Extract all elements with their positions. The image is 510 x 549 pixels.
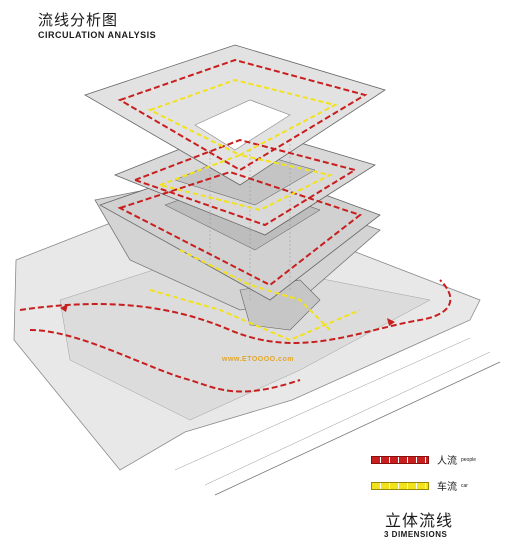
people-path-site-west [29,329,301,393]
section-subtitle: 3 DIMENSIONS [384,530,448,539]
car-path-site [149,289,361,342]
car-path-ramp [179,249,331,331]
people-path-level-3 [117,170,363,287]
watermark: www.ETOOOO.com [222,356,294,363]
diagram-subtitle: CIRCULATION ANALYSIS [38,30,157,40]
legend-label-cn: 车流 [437,482,457,493]
people-path-roof [117,58,368,172]
site-edge-line [174,337,471,471]
car-path-roof [147,78,338,157]
people-circulation-paths [19,58,452,393]
direction-arrows [60,304,395,326]
diagram-title: 流线分析图 [38,11,119,29]
people-path-level-2 [132,138,358,227]
site-edge-line [214,361,501,496]
arrow-icon [60,304,68,312]
people-legend-swatch [371,455,429,464]
legend-label-en: car [461,482,468,489]
car-path-level-2 [156,153,333,212]
people-path-site [19,279,452,344]
site-edge-line [204,351,491,486]
car-legend-swatch [371,481,429,490]
legend-item-people: 人流 people [371,452,476,467]
legend-item-car: 车流 car [371,478,468,493]
car-circulation-paths [147,78,361,342]
arrow-icon [387,318,395,326]
legend-label-en: people [461,456,477,463]
legend-label-cn: 人流 [437,456,457,467]
roof-opening [194,99,291,151]
section-title: 立体流线 [385,511,454,530]
